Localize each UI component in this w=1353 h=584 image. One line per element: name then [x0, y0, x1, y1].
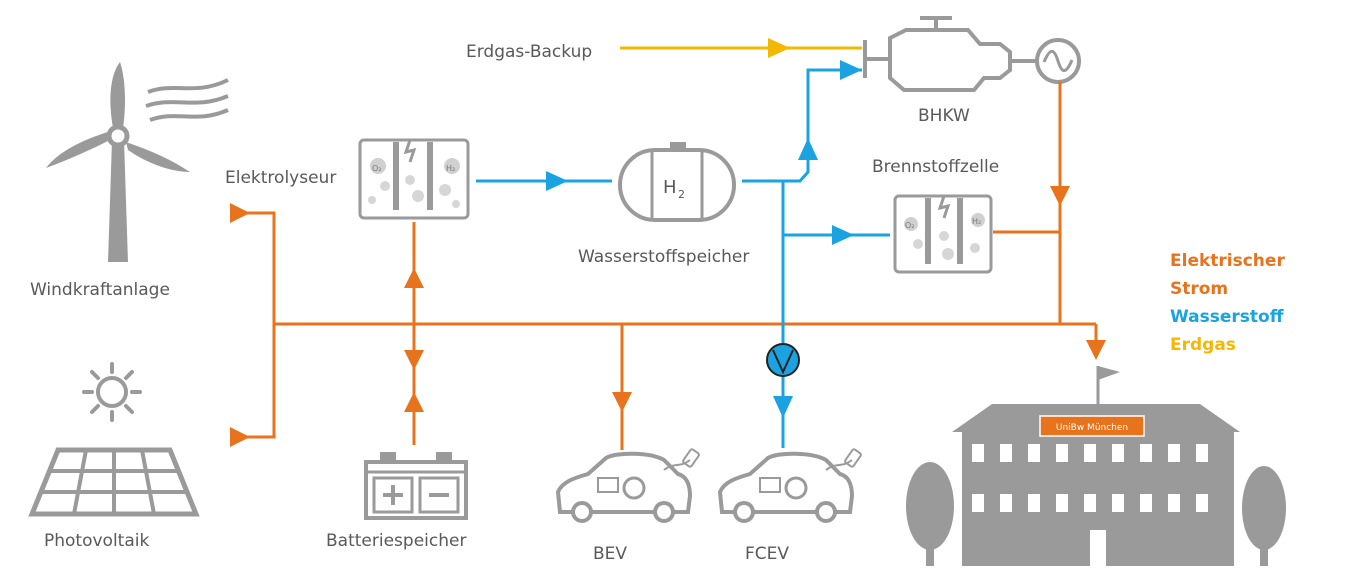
pv-panel-icon — [28, 447, 200, 517]
tank-h2-subscript: 2 — [678, 188, 685, 201]
sun-icon — [82, 362, 142, 422]
legend-electric-1: Elektrischer — [1170, 251, 1285, 271]
bev-label: BEV — [593, 544, 627, 564]
electrolyzer-icon — [358, 138, 470, 220]
valve-icon — [766, 343, 800, 377]
fcev-car-icon — [717, 448, 862, 523]
gas-line — [620, 38, 862, 58]
fuel-cell-o2-label: O₂ — [905, 221, 915, 230]
gas-backup-label: Erdgas-Backup — [466, 42, 592, 62]
chp-engine-icon — [863, 16, 1036, 92]
wind-turbine-icon — [46, 62, 229, 262]
electrolyzer-h2-label: H₂ — [446, 164, 455, 173]
bev-car-icon — [555, 448, 700, 523]
electrolyzer-o2-label: O₂ — [372, 164, 382, 173]
hydrogen-tank-icon — [618, 142, 736, 222]
building-icon — [952, 366, 1240, 566]
battery-icon — [364, 452, 468, 520]
legend-hydrogen: Wasserstoff — [1170, 307, 1284, 327]
tree-left-icon — [906, 462, 954, 566]
legend: Elektrischer Strom Wasserstoff Erdgas — [1170, 251, 1285, 355]
electric-arrows — [230, 186, 1106, 447]
fuel-cell-icon — [893, 194, 993, 274]
electrolyzer-label: Elektrolyseur — [225, 168, 336, 188]
fcev-label: FCEV — [745, 544, 789, 564]
legend-electric-2: Strom — [1170, 279, 1228, 299]
tank-h2-symbol: H — [663, 177, 677, 198]
tree-right-icon — [1242, 466, 1286, 566]
fuel-cell-h2-label: H₂ — [972, 217, 981, 226]
h2-storage-label: Wasserstoffspeicher — [578, 247, 749, 267]
hydrogen-arrows — [546, 60, 862, 418]
building-sign-label: UniBw München — [1056, 423, 1128, 433]
legend-gas: Erdgas — [1170, 335, 1236, 355]
pv-label: Photovoltaik — [44, 531, 149, 551]
wind-label: Windkraftanlage — [30, 280, 170, 300]
fuel-cell-label: Brennstoffzelle — [872, 157, 999, 177]
battery-label: Batteriespeicher — [326, 531, 466, 551]
generator-icon — [1035, 38, 1081, 84]
chp-label: BHKW — [918, 106, 970, 126]
